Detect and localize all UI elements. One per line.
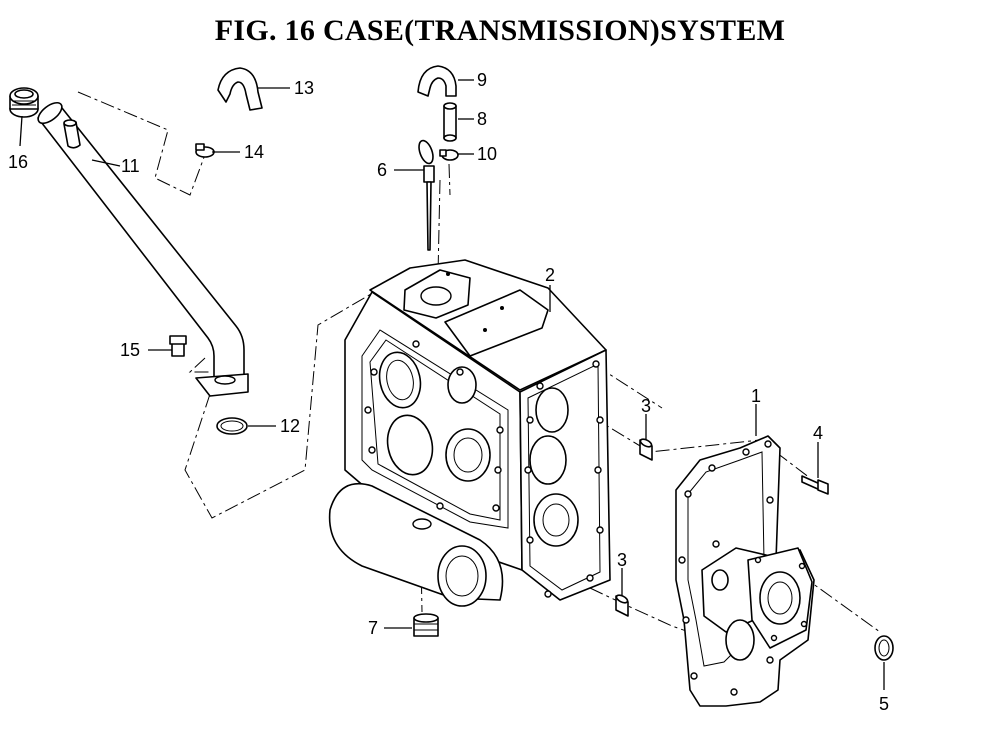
callout-15: 15	[120, 340, 140, 360]
filler-cap-icon	[9, 87, 39, 118]
callout-5: 5	[879, 694, 889, 714]
callout-4: 4	[813, 423, 823, 443]
o-ring-icon	[216, 417, 248, 435]
callout-13: 13	[294, 78, 314, 98]
callout-9: 9	[477, 70, 487, 90]
hose-icon	[217, 67, 263, 111]
callout-11: 11	[121, 156, 140, 176]
callout-3: 3	[617, 550, 627, 570]
hose-icon	[417, 65, 457, 97]
breather-pipe-icon	[443, 102, 457, 142]
callout-3: 3	[641, 396, 651, 416]
callout-16: 16	[8, 152, 28, 172]
leader-lines	[19, 79, 885, 690]
dowel-pin-icon	[639, 438, 653, 461]
clamp-icon	[439, 149, 459, 161]
figure-title: FIG. 16 CASE(TRANSMISSION)SYSTEM	[214, 14, 786, 47]
dipstick-icon	[418, 139, 435, 251]
callout-labels: 1 2 3 3 4 5 6 7 8 9 10 11 12 13 14 15 16	[8, 70, 889, 714]
transmission-case-icon	[328, 259, 611, 607]
callout-10: 10	[477, 144, 497, 164]
clamp-icon	[195, 143, 215, 158]
bolt-icon	[169, 335, 187, 357]
callout-1: 1	[751, 386, 761, 406]
bolt-icon	[801, 475, 829, 495]
oil-seal-icon	[874, 635, 894, 661]
callout-7: 7	[368, 618, 378, 638]
filler-pipe-icon	[37, 101, 249, 397]
drain-plug-icon	[413, 613, 439, 637]
callout-12: 12	[280, 416, 300, 436]
callout-8: 8	[477, 109, 487, 129]
front-cover-icon	[675, 435, 815, 707]
callout-2: 2	[545, 265, 555, 285]
callout-6: 6	[377, 160, 387, 180]
dowel-pin-icon	[615, 594, 629, 617]
callout-14: 14	[244, 142, 264, 162]
